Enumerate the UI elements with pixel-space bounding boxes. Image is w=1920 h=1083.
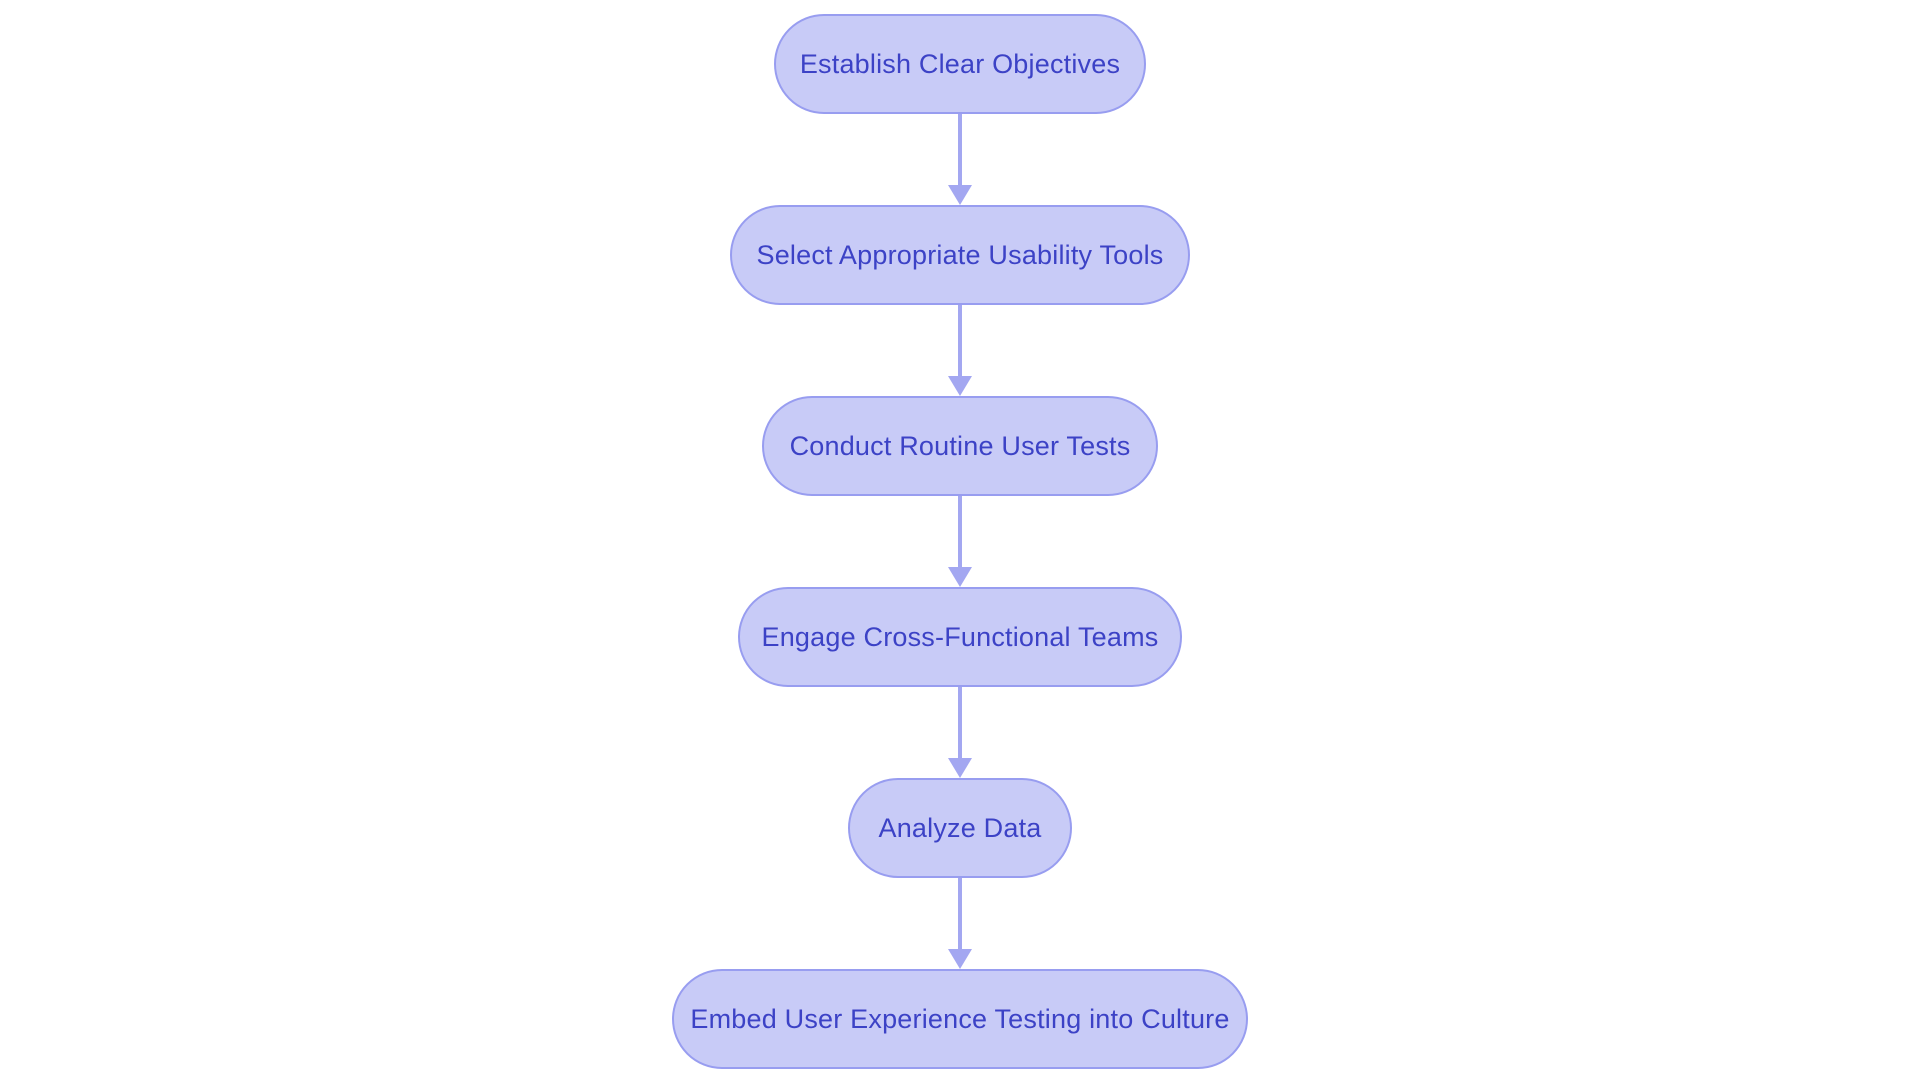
flow-node-embed-ux-testing-into-culture: Embed User Experience Testing into Cultu… bbox=[672, 969, 1248, 1069]
flow-connector-3-4 bbox=[948, 496, 972, 587]
flow-node-label: Establish Clear Objectives bbox=[799, 48, 1121, 79]
flow-node-label: Engage Cross-Functional Teams bbox=[761, 621, 1159, 652]
connector-line bbox=[958, 687, 962, 758]
arrow-down-icon bbox=[948, 949, 972, 969]
connector-line bbox=[958, 496, 962, 567]
arrow-down-icon bbox=[948, 185, 972, 205]
flow-connector-5-6 bbox=[948, 878, 972, 969]
arrow-down-icon bbox=[948, 567, 972, 587]
flow-node-label: Select Appropriate Usability Tools bbox=[756, 239, 1164, 270]
flow-node-analyze-data: Analyze Data bbox=[848, 778, 1072, 878]
flow-node-select-appropriate-usability-tools: Select Appropriate Usability Tools bbox=[730, 205, 1190, 305]
flow-connector-1-2 bbox=[948, 114, 972, 205]
flow-node-label: Analyze Data bbox=[878, 812, 1042, 843]
flow-connector-2-3 bbox=[948, 305, 972, 396]
connector-line bbox=[958, 114, 962, 185]
flow-node-establish-clear-objectives: Establish Clear Objectives bbox=[774, 14, 1146, 114]
arrow-down-icon bbox=[948, 758, 972, 778]
flow-node-conduct-routine-user-tests: Conduct Routine User Tests bbox=[762, 396, 1158, 496]
flow-node-label: Embed User Experience Testing into Cultu… bbox=[690, 1003, 1230, 1034]
flow-connector-4-5 bbox=[948, 687, 972, 778]
connector-line bbox=[958, 305, 962, 376]
connector-line bbox=[958, 878, 962, 949]
arrow-down-icon bbox=[948, 376, 972, 396]
flow-node-engage-cross-functional-teams: Engage Cross-Functional Teams bbox=[738, 587, 1182, 687]
flow-node-label: Conduct Routine User Tests bbox=[789, 430, 1131, 461]
